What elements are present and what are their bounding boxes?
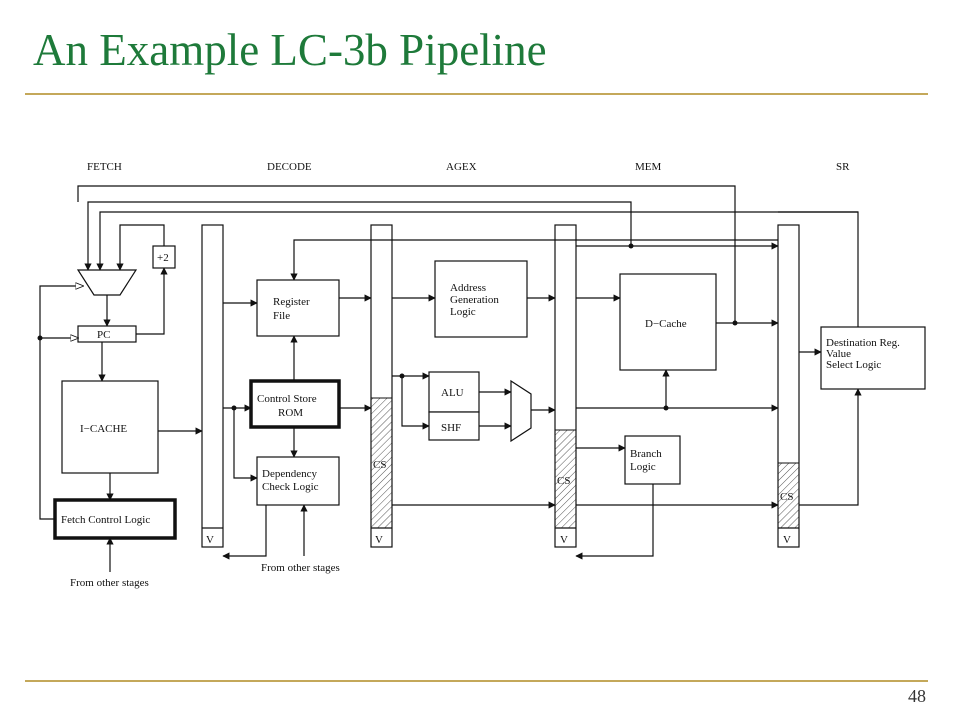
branch-logic bbox=[624, 435, 681, 485]
fetch-control-label: Fetch Control Logic bbox=[61, 514, 150, 526]
latch-v-label: V bbox=[206, 534, 214, 546]
register-file bbox=[256, 279, 340, 337]
stage-label-agex: AGEX bbox=[446, 161, 477, 173]
addr-gen-label-1: Address bbox=[450, 282, 486, 294]
dcache-label: D−Cache bbox=[645, 318, 687, 330]
addr-gen-label-2: Generation bbox=[450, 294, 499, 306]
latch-v-label: V bbox=[783, 534, 791, 546]
stage-label-fetch: FETCH bbox=[87, 161, 122, 173]
fetch-decode-latch bbox=[201, 224, 224, 548]
control-store-rom bbox=[249, 379, 341, 429]
icache-label: I−CACHE bbox=[80, 423, 127, 435]
pc-mux bbox=[76, 269, 138, 296]
icache-block bbox=[61, 380, 159, 474]
agex-mux bbox=[510, 379, 532, 443]
title-divider bbox=[25, 93, 928, 95]
dependency-label-2: Check Logic bbox=[262, 481, 319, 493]
stage-label-sr: SR bbox=[836, 161, 850, 173]
dcache-block bbox=[619, 273, 717, 371]
latch-cs-label: CS bbox=[557, 475, 570, 487]
dest-label-2: Value bbox=[826, 348, 851, 360]
latch-cs-label: CS bbox=[780, 491, 793, 503]
slide-title: An Example LC-3b Pipeline bbox=[33, 25, 547, 75]
destination-reg-value-select-logic bbox=[820, 326, 926, 390]
dependency-label-1: Dependency bbox=[262, 468, 317, 480]
plus2-label: +2 bbox=[157, 252, 169, 264]
addr-gen-label-3: Logic bbox=[450, 306, 476, 318]
register-file-label-2: File bbox=[273, 310, 290, 322]
shf-label: SHF bbox=[441, 422, 461, 434]
pc-label: PC bbox=[97, 329, 110, 341]
control-store-label-1: Control Store bbox=[257, 393, 317, 405]
control-store-label-2: ROM bbox=[278, 407, 303, 419]
stage-label-decode: DECODE bbox=[267, 161, 312, 173]
latch-cs-label: CS bbox=[373, 459, 386, 471]
from-other-stages-decode: From other stages bbox=[261, 562, 340, 574]
from-other-stages-fetch: From other stages bbox=[70, 577, 149, 589]
branch-label-2: Logic bbox=[630, 461, 656, 473]
latch-v-label: V bbox=[375, 534, 383, 546]
dest-label-1: Destination Reg. bbox=[826, 337, 900, 349]
dependency-check-logic bbox=[256, 456, 340, 506]
register-file-label-1: Register bbox=[273, 296, 310, 308]
footer-divider bbox=[25, 680, 928, 682]
latch-v-label: V bbox=[560, 534, 568, 546]
page-number: 48 bbox=[908, 686, 926, 706]
alu-label: ALU bbox=[441, 387, 464, 399]
shf-block bbox=[428, 411, 480, 441]
branch-label-1: Branch bbox=[630, 448, 662, 460]
stage-label-mem: MEM bbox=[635, 161, 662, 173]
dest-label-3: Select Logic bbox=[826, 359, 881, 371]
